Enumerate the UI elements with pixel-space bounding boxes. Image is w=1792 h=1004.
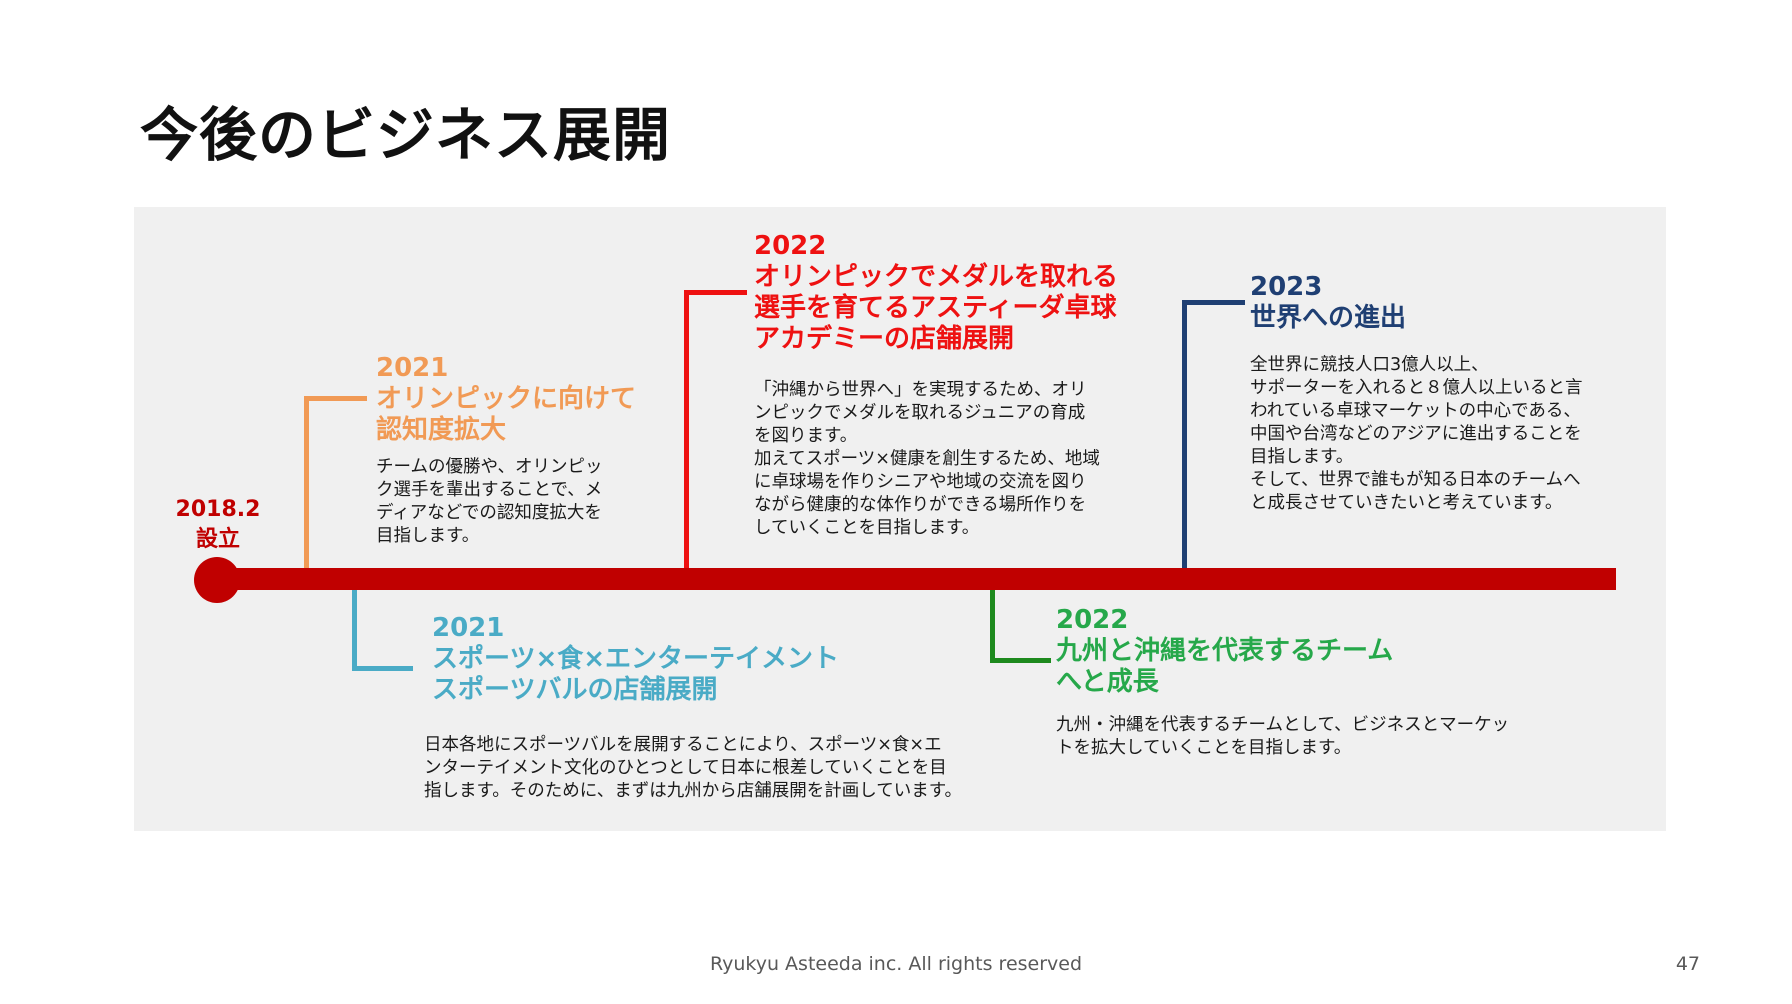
event-heading: オリンピックに向けて 認知度拡大 [376,384,637,445]
event-year: 2022 [754,231,827,261]
event-connector-2021-sportsbar [352,590,413,671]
origin-label: 2018.2 設立 [158,495,278,555]
event-year: 2022 [1056,605,1129,635]
event-body: 全世界に競技人口3億人以上、 サポーターを入れると８億人以上いると言 われている… [1250,355,1583,513]
event-2021-awareness: 2021 オリンピックに向けて 認知度拡大 チームの優勝や、オリンピッ ク選手を… [376,352,676,548]
timeline-panel [134,207,1666,831]
event-heading: スポーツ×食×エンターテイメント スポーツバルの店舗展開 [432,644,840,705]
event-heading: 世界への進出 [1250,303,1407,333]
origin-text: 設立 [195,527,240,552]
event-connector-2023-global [1182,300,1245,573]
origin-year: 2018.2 [175,497,261,522]
event-year: 2021 [376,353,449,383]
page-number: 47 [1675,953,1700,975]
timeline-origin-dot [194,557,240,603]
event-connector-2021-awareness [304,396,367,573]
event-2022-academy: 2022 オリンピックでメダルを取れる 選手を育てるアスティーダ卓球 アカデミー… [754,230,1194,540]
footer-copyright: Ryukyu Asteeda inc. All rights reserved [709,953,1083,975]
event-2022-kyushu: 2022 九州と沖縄を代表するチーム へと成長 九州・沖縄を代表するチームとして… [1056,604,1576,760]
event-heading: 九州と沖縄を代表するチーム へと成長 [1056,636,1394,697]
event-year: 2021 [432,613,505,643]
event-body: チームの優勝や、オリンピッ ク選手を輩出することで、メ ディアなどでの認知度拡大… [376,457,603,546]
event-body: 「沖縄から世界へ」を実現するため、オリ ンピックでメダルを取れるジュニアの育成 … [754,380,1100,538]
event-body: 九州・沖縄を代表するチームとして、ビジネスとマーケッ トを拡大していくことを目指… [1056,715,1510,758]
event-year: 2023 [1250,272,1323,302]
event-body: 日本各地にスポーツバルを展開することにより、スポーツ×食×エ ンターテイメント文… [424,735,962,801]
event-connector-2022-academy [684,290,747,573]
event-2021-sportsbar: 2021 スポーツ×食×エンターテイメント スポーツバルの店舗展開 日本各地にス… [424,612,1032,803]
slide-title: 今後のビジネス展開 [140,101,672,169]
timeline-axis [218,568,1616,590]
event-heading: オリンピックでメダルを取れる 選手を育てるアスティーダ卓球 アカデミーの店舗展開 [754,262,1119,354]
event-connector-2022-kyushu [990,590,1051,663]
event-2023-global: 2023 世界への進出 全世界に競技人口3億人以上、 サポーターを入れると８億人… [1250,271,1670,515]
